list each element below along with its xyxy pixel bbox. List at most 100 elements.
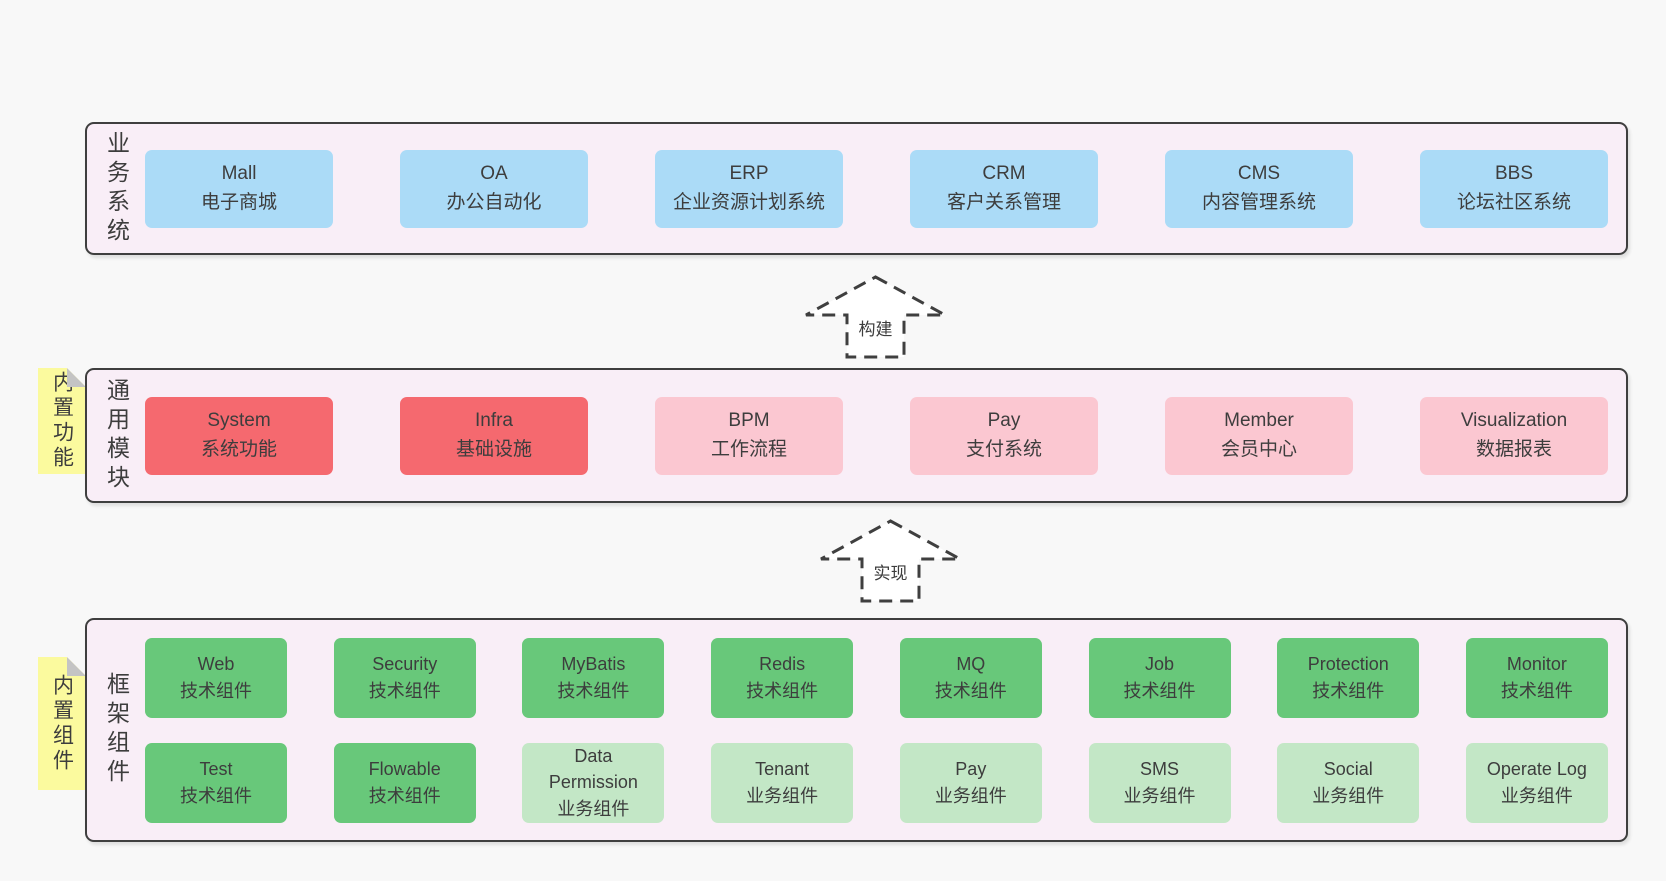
box-flowable: Flowable 技术组件 <box>333 742 476 823</box>
folded-corner-icon <box>67 368 86 387</box>
sticky-note-built-in-features: 内置功能 <box>38 368 86 474</box>
box-subtitle: 内容管理系统 <box>1201 191 1316 213</box>
box-title: Member <box>1224 410 1294 431</box>
box-subtitle: 业务组件 <box>557 798 630 819</box>
box-title: ERP <box>729 163 769 184</box>
arrow-up-build: 构建 <box>803 274 948 360</box>
box-subtitle: 业务组件 <box>1123 785 1196 806</box>
box-title: Operate Log <box>1486 759 1587 780</box>
box-subtitle: 系统功能 <box>200 438 277 460</box>
box-mybatis: MyBatis 技术组件 <box>522 637 665 718</box>
box-title: Monitor <box>1506 654 1567 675</box>
box-subtitle: 基础设施 <box>455 438 532 460</box>
box-subtitle: 工作流程 <box>710 438 787 460</box>
box-redis: Redis 技术组件 <box>711 637 854 718</box>
sticky-note-label: 内置组件 <box>50 673 74 774</box>
box-mq: MQ 技术组件 <box>899 637 1042 718</box>
layer-label-column: 通用模块 <box>87 370 145 501</box>
box-title: Data Permission <box>548 746 638 793</box>
box-pay-component: Pay 业务组件 <box>899 742 1042 823</box>
box-sms: SMS 业务组件 <box>1088 742 1231 823</box>
box-row-business: Test 技术组件 Flowable 技术组件 Data Permission … <box>145 742 1608 823</box>
box-subtitle: 支付系统 <box>965 438 1042 460</box>
box-erp: ERP 企业资源计划系统 <box>655 149 843 228</box>
box-title: Protection <box>1307 654 1389 675</box>
box-title: Pay <box>987 410 1021 431</box>
box-subtitle: 技术组件 <box>368 680 441 701</box>
box-row-technical: Web 技术组件 Security 技术组件 MyBatis 技术组件 Redi… <box>145 637 1608 718</box>
box-title: MyBatis <box>561 654 626 675</box>
box-title: Redis <box>759 654 806 675</box>
box-pay-system: Pay 支付系统 <box>910 396 1098 475</box>
box-oa: OA 办公自动化 <box>400 149 588 228</box>
box-subtitle: 技术组件 <box>1312 680 1385 701</box>
box-title: Web <box>197 654 235 675</box>
box-subtitle: 业务组件 <box>934 785 1007 806</box>
box-title: CMS <box>1237 163 1281 184</box>
box-subtitle: 会员中心 <box>1220 438 1297 460</box>
box-operate-log: Operate Log 业务组件 <box>1465 742 1608 823</box>
box-crm: CRM 客户关系管理 <box>910 149 1098 228</box>
layer-boxes-area: Web 技术组件 Security 技术组件 MyBatis 技术组件 Redi… <box>145 620 1626 840</box>
box-subtitle: 业务组件 <box>1500 785 1573 806</box>
arrow-up-implement: 实现 <box>818 518 963 604</box>
layer-label: 通用模块 <box>103 377 130 494</box>
arrow-label: 构建 <box>855 314 896 341</box>
box-bpm: BPM 工作流程 <box>655 396 843 475</box>
layer-panel-framework-components: 框架组件 Web 技术组件 Security 技术组件 MyBatis 技术组件… <box>85 618 1628 842</box>
box-visualization: Visualization 数据报表 <box>1420 396 1608 475</box>
box-subtitle: 企业资源计划系统 <box>672 191 825 213</box>
box-tenant: Tenant 业务组件 <box>711 742 854 823</box>
sticky-note-built-in-components: 内置组件 <box>38 657 86 790</box>
box-row: System 系统功能 Infra 基础设施 BPM 工作流程 Pay 支付系统… <box>145 396 1608 475</box>
box-title: Job <box>1145 654 1175 675</box>
box-row: Mall 电子商城 OA 办公自动化 ERP 企业资源计划系统 CRM 客户关系… <box>145 149 1608 228</box>
layer-label-column: 业务系统 <box>87 124 145 253</box>
box-title: Infra <box>474 410 514 431</box>
box-infra: Infra 基础设施 <box>400 396 588 475</box>
box-job: Job 技术组件 <box>1088 637 1231 718</box>
box-title: BBS <box>1494 163 1534 184</box>
box-protection: Protection 技术组件 <box>1277 637 1420 718</box>
box-subtitle: 技术组件 <box>746 680 819 701</box>
box-subtitle: 技术组件 <box>368 785 441 806</box>
box-title: Test <box>199 759 233 780</box>
box-security: Security 技术组件 <box>333 637 476 718</box>
sticky-note-label: 内置功能 <box>50 371 74 471</box>
box-title: BPM <box>728 410 770 431</box>
box-mall: Mall 电子商城 <box>145 149 333 228</box>
box-subtitle: 数据报表 <box>1475 438 1552 460</box>
layer-panel-business-systems: 业务系统 Mall 电子商城 OA 办公自动化 ERP 企业资源计划系统 CRM… <box>85 122 1628 255</box>
box-title: Visualization <box>1460 410 1568 431</box>
box-title: Pay <box>955 759 987 780</box>
layer-label: 框架组件 <box>103 672 130 788</box>
box-subtitle: 业务组件 <box>746 785 819 806</box>
box-title: OA <box>480 163 508 184</box>
box-subtitle: 技术组件 <box>180 785 252 806</box>
box-web: Web 技术组件 <box>145 637 287 718</box>
box-subtitle: 客户关系管理 <box>946 191 1061 213</box>
box-title: Tenant <box>755 759 810 780</box>
box-subtitle: 论坛社区系统 <box>1456 191 1571 213</box>
box-test: Test 技术组件 <box>145 742 287 823</box>
box-title: Social <box>1323 759 1373 780</box>
box-title: Flowable <box>368 759 441 780</box>
box-subtitle: 电子商城 <box>200 191 277 213</box>
box-data-permission: Data Permission 业务组件 <box>522 742 665 823</box>
layer-boxes-area: Mall 电子商城 OA 办公自动化 ERP 企业资源计划系统 CRM 客户关系… <box>145 124 1626 253</box>
box-bbs: BBS 论坛社区系统 <box>1420 149 1608 228</box>
box-member: Member 会员中心 <box>1165 396 1353 475</box>
box-subtitle: 技术组件 <box>180 680 252 701</box>
box-title: CRM <box>982 163 1026 184</box>
layer-label: 业务系统 <box>103 130 130 247</box>
box-monitor: Monitor 技术组件 <box>1465 637 1608 718</box>
box-cms: CMS 内容管理系统 <box>1165 149 1353 228</box>
box-title: Mall <box>221 163 257 184</box>
box-title: System <box>207 410 271 431</box>
box-title: MQ <box>956 654 986 675</box>
box-subtitle: 技术组件 <box>1500 680 1573 701</box>
box-subtitle: 技术组件 <box>934 680 1007 701</box>
box-subtitle: 业务组件 <box>1312 785 1385 806</box>
arrow-label: 实现 <box>870 558 911 585</box>
